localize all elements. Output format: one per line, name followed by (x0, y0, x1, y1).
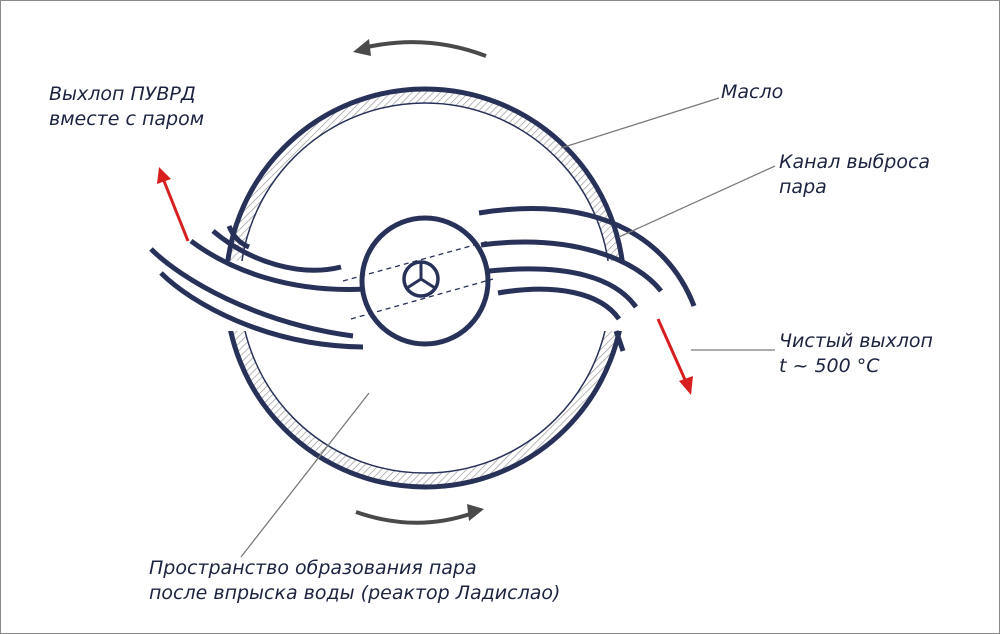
exhaust-arrow-left (157, 167, 190, 242)
oil-layer-upper (225, 86, 625, 261)
label-line: Пространство образования пара (149, 557, 477, 579)
rotation-arrow-top (353, 39, 487, 58)
label-line: Выхлоп ПУВРД (49, 83, 196, 105)
oil-layer-lower (228, 331, 622, 490)
rotation-arrow-bottom (355, 504, 484, 525)
label-line: t ~ 500 °C (779, 355, 880, 377)
leader-lines (240, 97, 776, 558)
label-steam-space: Пространство образования пара после впры… (149, 556, 560, 606)
label-clean-exhaust: Чистый выхлоп t ~ 500 °C (779, 329, 933, 379)
label-line: Канал выброса (779, 151, 931, 173)
label-line: вместе с паром (49, 108, 205, 130)
label-line: Чистый выхлоп (779, 330, 933, 352)
central-rotor (359, 215, 491, 347)
left-exhaust-channel (149, 225, 367, 350)
rotor-dashed-shaft (342, 240, 494, 320)
label-line: пара (779, 176, 827, 198)
right-exhaust-channel (478, 206, 697, 352)
label-exhaust-with-steam: Выхлоп ПУВРД вместе с паром (49, 82, 204, 132)
label-line: после впрыска воды (реактор Ладислао) (149, 582, 561, 604)
label-steam-channel: Канал выброса пара (779, 150, 930, 200)
exhaust-arrow-right (656, 318, 693, 395)
label-oil: Масло (721, 81, 784, 103)
